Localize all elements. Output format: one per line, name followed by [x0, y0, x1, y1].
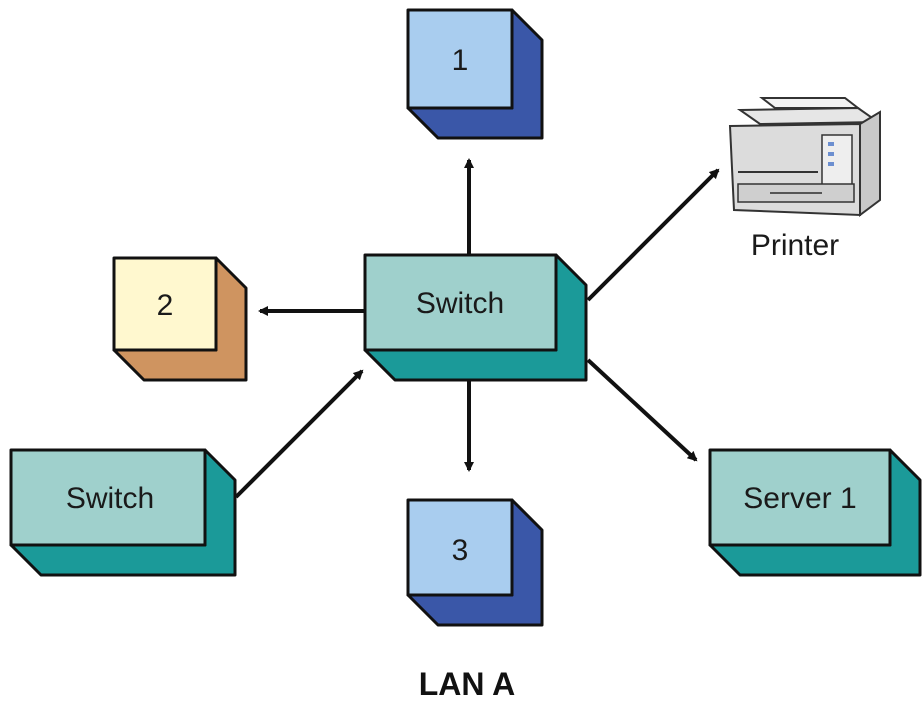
- diagram-caption: LAN A: [419, 666, 516, 702]
- edge-switch-to-printer: [586, 168, 720, 302]
- left-switch: Switch: [9, 448, 237, 577]
- node-1-face: [406, 8, 514, 110]
- server-1-label: Server 1: [743, 482, 856, 515]
- node-1-label: 1: [452, 44, 469, 77]
- central-switch-label: Switch: [416, 287, 504, 320]
- server-1: Server 1: [708, 448, 922, 577]
- node-3-label: 3: [452, 534, 469, 567]
- edge-left-switch-to-switch: [234, 369, 364, 499]
- printer-label: Printer: [751, 229, 839, 262]
- node-3: 3: [406, 498, 544, 627]
- node-2: 2: [112, 256, 248, 382]
- central-switch: Switch: [363, 253, 588, 382]
- left-switch-label: Switch: [66, 482, 154, 515]
- server-1-face: [708, 448, 892, 547]
- central-switch-face: [363, 253, 558, 352]
- node-1: 1: [406, 8, 544, 140]
- node-2-face: [112, 256, 218, 352]
- left-switch-face: [9, 448, 207, 547]
- node-2-label: 2: [157, 289, 174, 322]
- edge-switch-to-server: [586, 358, 698, 462]
- printer: Printer: [728, 97, 882, 262]
- node-3-face: [406, 498, 514, 597]
- printer-icon: [728, 97, 882, 217]
